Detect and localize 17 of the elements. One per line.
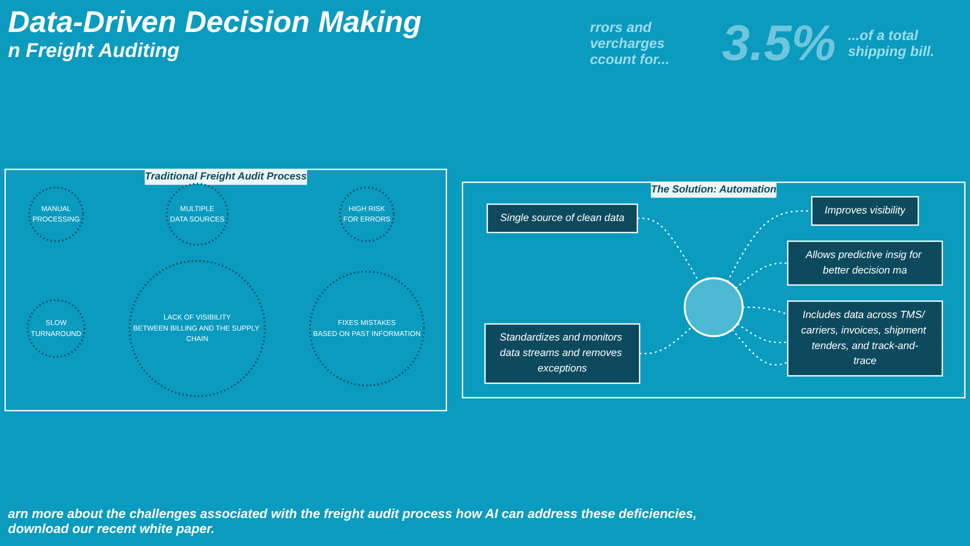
subtitle: n Freight Auditing <box>8 40 180 63</box>
big-percentage: 3.5% <box>722 14 836 72</box>
caption: arn more about the challenges associated with the freight audit process how AI can address these deficiencies, download our recent white paper. <box>8 506 698 536</box>
connector <box>640 326 693 354</box>
connector <box>735 262 788 289</box>
stat-text: ...of a total shipping bill. <box>848 27 936 59</box>
title: Data-Driven Decision Making <box>8 6 422 40</box>
connector <box>732 329 788 366</box>
node-circle <box>684 277 744 338</box>
stat-text: rrors and vercharges ccount for... <box>590 19 670 67</box>
node-box: Single source of clean data <box>486 204 638 234</box>
connector <box>737 323 788 344</box>
node-box: Improves visibility <box>811 196 919 226</box>
node-box: Standardizes and monitors data streams and removes exceptions <box>484 323 640 384</box>
node-box: Allows predictive insig for better decision ma <box>787 240 943 286</box>
node-box: Includes data across TMS/ carriers, invoices, shipment tenders, and track-and-trace <box>787 300 943 376</box>
connector <box>742 306 788 315</box>
